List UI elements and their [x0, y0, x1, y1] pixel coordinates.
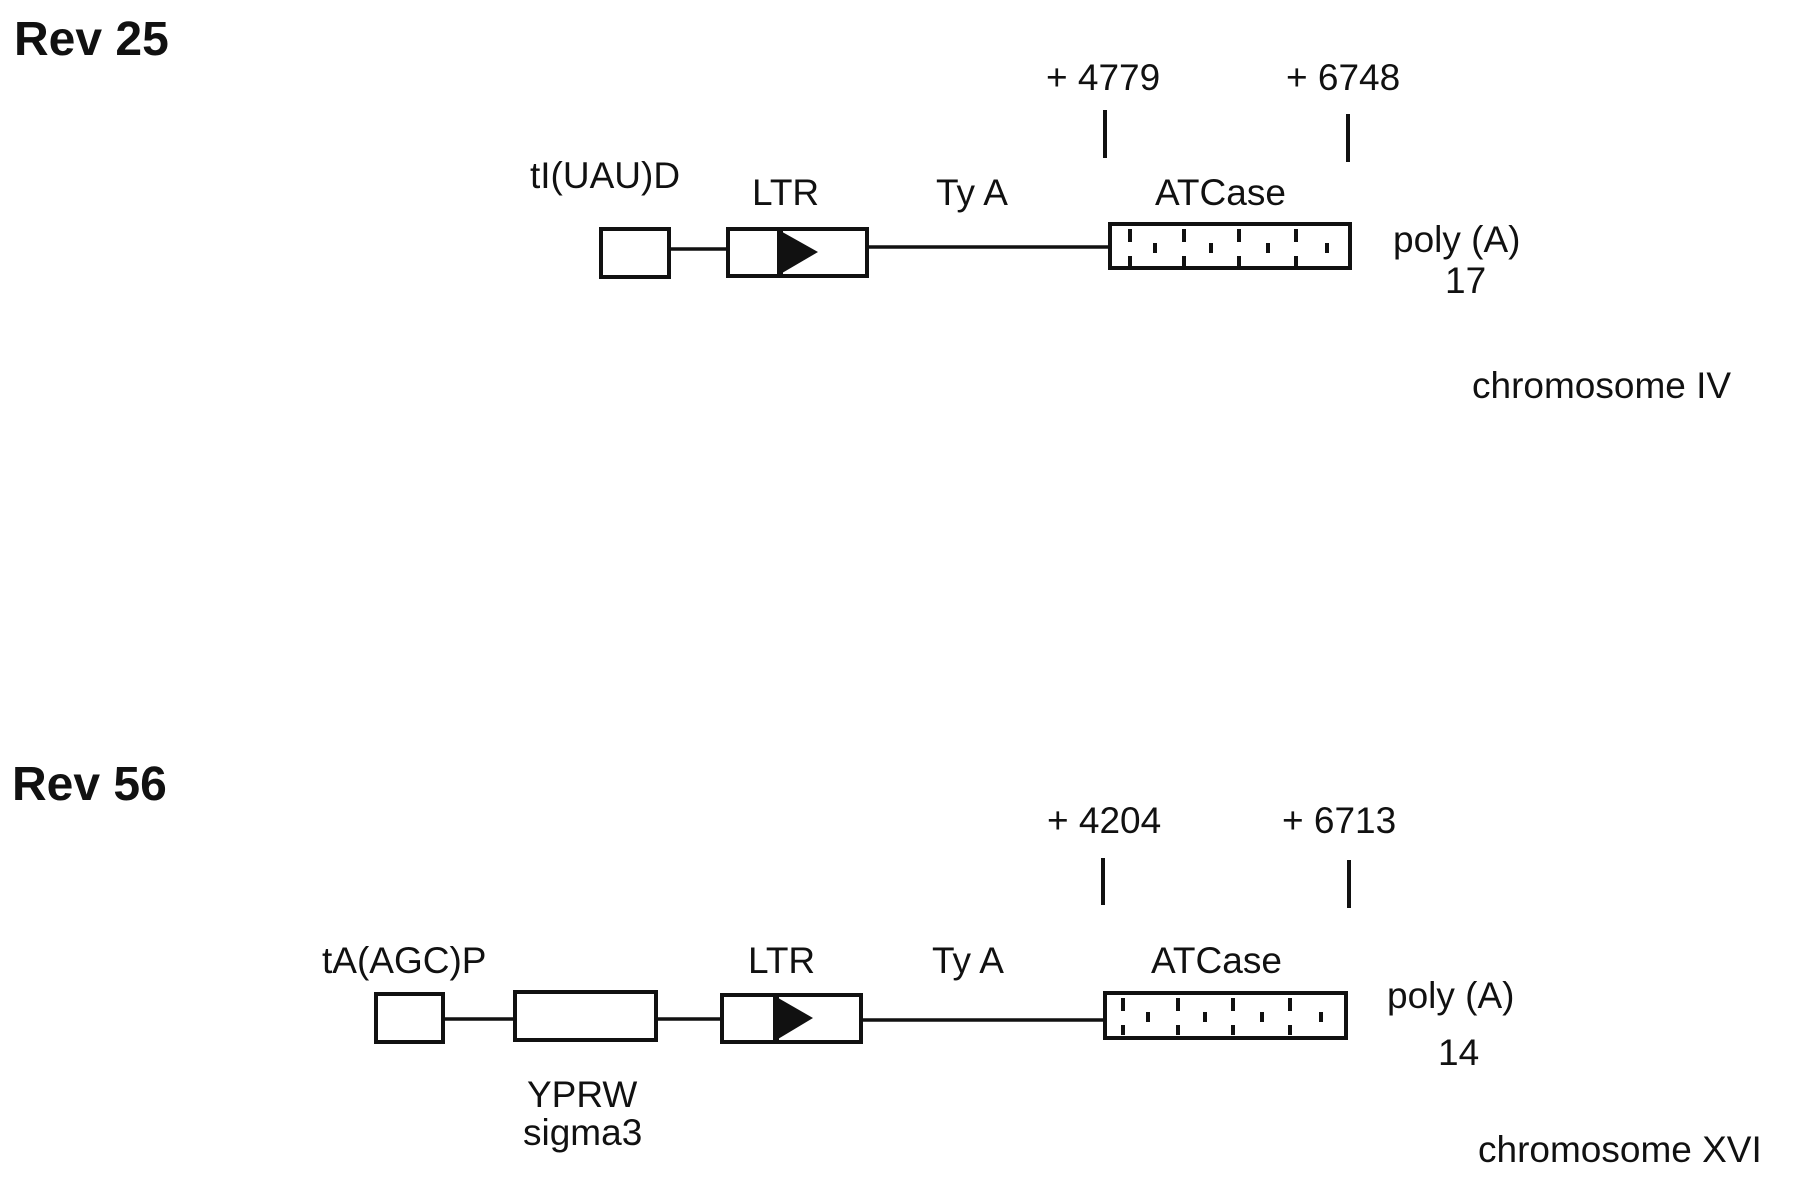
- atcase-label: ATCase: [1151, 940, 1282, 981]
- ltr-arrow-base: [777, 229, 783, 276]
- junction-end-label: + 6748: [1286, 57, 1400, 98]
- polya-label: poly (A): [1387, 975, 1514, 1016]
- trna-label: tA(AGC)P: [322, 940, 486, 981]
- polya-length: 14: [1438, 1032, 1479, 1073]
- panel-title: Rev 56: [12, 758, 167, 811]
- chromosome-label: chromosome IV: [1472, 365, 1731, 406]
- junction-start-label: + 4779: [1046, 57, 1160, 98]
- ltr-label: LTR: [748, 940, 815, 981]
- polya-length: 17: [1445, 260, 1486, 301]
- ltr-arrow-icon: [773, 995, 813, 1042]
- junction-end-label: + 6713: [1282, 800, 1396, 841]
- atcase-element: [1108, 222, 1352, 270]
- junction-start-label: + 4204: [1047, 800, 1161, 841]
- atcase-label: ATCase: [1155, 172, 1286, 213]
- atcase-element: [1103, 991, 1348, 1040]
- trna-box: [374, 992, 445, 1044]
- chromosome-label: chromosome XVI: [1478, 1129, 1762, 1170]
- panel-rev25: Rev 25 + 4779 + 6748 tI(UAU)D LTR Ty A A…: [14, 13, 1731, 406]
- trna-label: tI(UAU)D: [530, 155, 680, 196]
- atcase-box: [1103, 991, 1348, 1040]
- ltr-arrow-icon: [777, 229, 818, 276]
- sigma-element-label: sigma3: [523, 1112, 642, 1153]
- sigma-gene-label: YPRW: [527, 1074, 637, 1115]
- tya-label: Ty A: [932, 940, 1004, 981]
- atcase-box: [1108, 222, 1352, 270]
- atcase-hatching: [1121, 998, 1323, 1035]
- atcase-hatching: [1128, 229, 1329, 266]
- panel-rev56: Rev 56 + 4204 + 6713 tA(AGC)P LTR Ty A A…: [12, 758, 1762, 1170]
- panel-title: Rev 25: [14, 13, 169, 66]
- ltr-element: [720, 993, 863, 1044]
- sigma-element-box: [513, 990, 658, 1042]
- tya-label: Ty A: [936, 172, 1008, 213]
- ltr-box: [720, 993, 863, 1044]
- trna-box: [599, 227, 671, 279]
- polya-label: poly (A): [1393, 219, 1520, 260]
- ltr-arrow-base: [773, 995, 779, 1042]
- ltr-element: [726, 227, 869, 278]
- ltr-label: LTR: [752, 172, 819, 213]
